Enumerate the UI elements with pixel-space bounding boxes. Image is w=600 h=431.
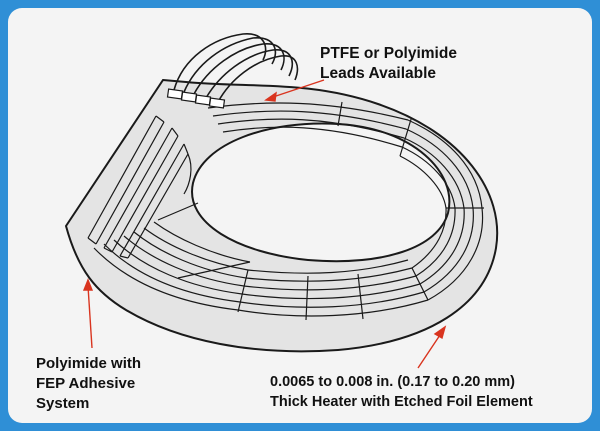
adhesive-callout-line3: System [36,395,90,412]
arrow-leads-head [264,91,277,102]
adhesive-callout-line2: FEP Adhesive [36,375,136,392]
arrow-adhesive [87,285,93,349]
callout-arrows [82,79,447,369]
leads-callout-line1: PTFE or Polyimide [320,45,457,62]
thickness-callout: 0.0065 to 0.008 in. (0.17 to 0.20 mm) Th… [270,372,533,412]
lead-wires [173,33,299,103]
adhesive-callout-line1: Polyimide with [36,355,142,372]
arrow-thickness [417,331,443,369]
leads-callout-line2: Leads Available [320,65,437,82]
adhesive-callout: Polyimide with FEP Adhesive System [36,354,141,414]
thickness-callout-line1: 0.0065 to 0.008 in. (0.17 to 0.20 mm) [270,374,516,390]
arrow-leads [269,79,325,99]
lead-terminals [166,88,226,109]
leads-callout: PTFE or Polyimide Leads Available [320,44,457,84]
diagram-panel: PTFE or Polyimide Leads Available Polyim… [8,8,592,423]
heater-illustration [64,33,499,369]
arrow-adhesive-head [82,278,94,291]
arrow-thickness-head [433,325,447,340]
thickness-callout-line2: Thick Heater with Etched Foil Element [270,394,533,410]
etched-foil-element [87,101,484,321]
heater-body [64,78,499,353]
